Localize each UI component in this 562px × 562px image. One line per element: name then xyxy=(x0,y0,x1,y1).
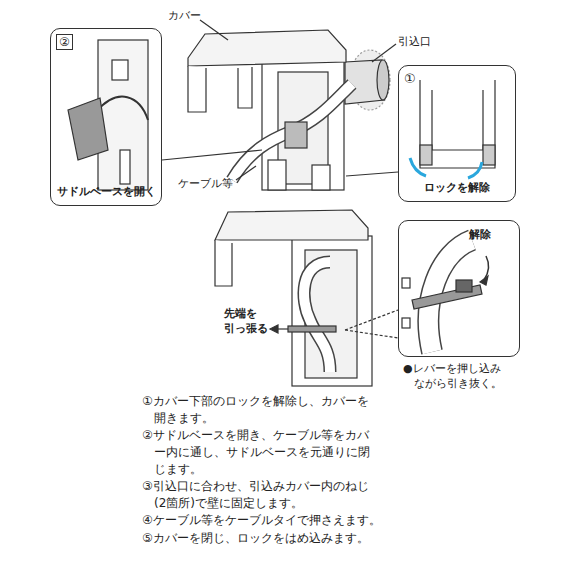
pointer-line xyxy=(345,310,398,330)
saddle-base xyxy=(285,122,307,148)
step-text: ③引込口に合わせ、引込みカバー内のねじ (2箇所)で壁に固定します。 xyxy=(142,478,374,512)
cover-hood xyxy=(188,30,346,66)
callout-number: ① xyxy=(404,71,416,87)
callout-number: ② xyxy=(56,34,73,50)
base-plate xyxy=(262,58,344,190)
leader-line xyxy=(346,172,398,176)
inset-peg xyxy=(402,278,410,288)
cable-tie xyxy=(288,326,336,332)
part-name: ケーブル等 xyxy=(178,176,248,191)
inset-caption: サドルベースを開く xyxy=(51,184,161,199)
leader-line xyxy=(162,150,262,160)
lock-tab xyxy=(420,145,432,165)
leader-line xyxy=(372,44,396,62)
inset-box: 解除●レバーを押し込み ながら引き抜く。 xyxy=(398,220,520,357)
action-note: 先端を 引っ張る xyxy=(224,306,270,337)
cable xyxy=(304,262,330,372)
cover-side xyxy=(238,67,252,108)
release-arc xyxy=(410,158,426,176)
inlet-pipe-end xyxy=(377,60,389,100)
inset-caption: ロックを解除 xyxy=(399,180,515,195)
inset-caption: 解除 xyxy=(469,227,491,242)
lock-part xyxy=(268,160,286,190)
inset-peg xyxy=(402,318,410,328)
release-arc xyxy=(468,162,482,178)
inset-box: ① ロックを解除 xyxy=(398,65,516,202)
cover-side xyxy=(215,240,232,286)
base-inner xyxy=(305,250,357,378)
part-name: カバー xyxy=(168,8,228,23)
step-text: ②サドルベースを開き、ケーブル等をカバ ー内に通し、サドルベースを元通りに閉 じ… xyxy=(142,427,374,477)
lock-tab xyxy=(483,145,495,165)
inset-frame xyxy=(432,90,483,150)
inset-part xyxy=(112,60,128,80)
step-text: ①カバー下部のロックを解除し、カバーを 開きます。 xyxy=(142,393,374,427)
pointer-line xyxy=(345,330,398,338)
cable-outline xyxy=(232,84,352,180)
leader-line xyxy=(236,166,256,180)
cover-side xyxy=(188,66,206,112)
saddle-base xyxy=(68,98,108,160)
inset-part xyxy=(120,150,130,184)
inset-cable xyxy=(96,97,148,120)
inset-box: ② サドルベースを開く xyxy=(50,28,162,206)
pull-arrow xyxy=(270,325,278,333)
leader-line xyxy=(200,20,228,40)
step-text: ⑤カバーを閉じ、ロックをはめ込みます。 xyxy=(142,530,414,547)
lock-part xyxy=(312,165,330,190)
note-text: ●レバーを押し込み ながら引き抜く。 xyxy=(403,361,511,392)
part-name: 引込口 xyxy=(398,34,458,49)
inset-frame xyxy=(420,80,495,168)
inset-plate xyxy=(98,40,148,190)
cable-outline xyxy=(304,262,330,372)
cable xyxy=(232,84,352,180)
cover-hood xyxy=(215,210,368,240)
release-arrowhead xyxy=(480,276,488,285)
tie-lever xyxy=(456,280,472,292)
step-text: ④ケーブル等をケーブルタイで押さえます。 xyxy=(142,512,414,529)
base-plate xyxy=(292,236,372,386)
